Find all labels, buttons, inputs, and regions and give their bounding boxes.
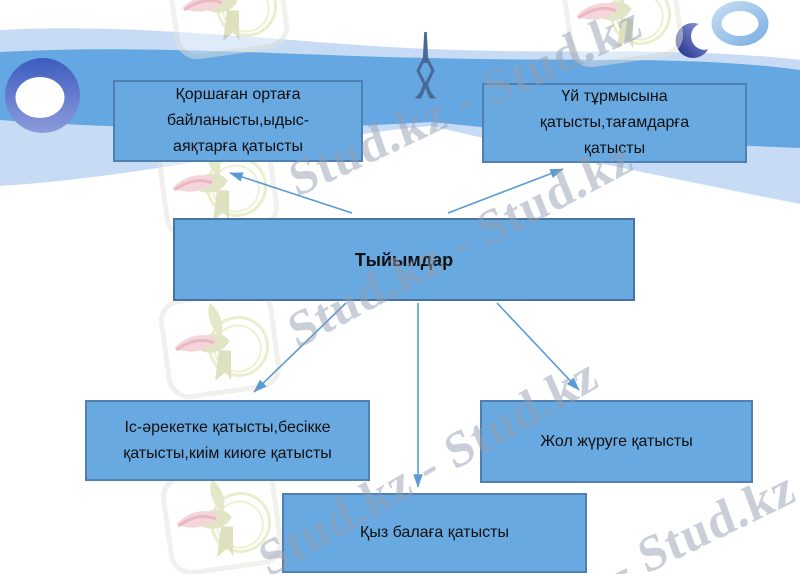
box-text-line: Қоршаған ортаға <box>175 86 301 103</box>
box-bottom-center: Қыз балаға қатысты <box>282 493 587 573</box>
box-text-line: Жол жүруге қатысты <box>540 432 693 450</box>
arrow-to-top-right <box>447 168 564 214</box>
crescent-moon-icon <box>675 22 709 58</box>
box-text-line: Іс-әрекетке қатысты,бесікке <box>124 418 331 436</box>
arrow-to-bottom-left <box>253 302 347 393</box>
tower-icon <box>414 32 437 99</box>
box-text-line: аяқтарға қатысты <box>173 138 303 155</box>
box-text-line: қатысты,тағамдарға <box>539 114 690 131</box>
ring-icon <box>711 1 769 46</box>
box-text-line: қатысты <box>583 140 646 157</box>
studkz-logo-icon <box>161 465 283 574</box>
studkz-logo-icon <box>561 0 683 67</box>
box-text-line: қатысты,киім киюге қатысты <box>123 444 332 462</box>
box-top-right: Үй тұрмысына қатысты,тағамдарға қатысты <box>482 83 747 163</box>
circle-ring-icon <box>5 58 80 133</box>
arrow-to-top-left <box>229 172 353 214</box>
center-title-text: Тыйымдар <box>354 249 454 270</box>
studkz-logo-icon <box>167 0 289 59</box>
box-bottom-left: Іс-әрекетке қатысты,бесікке қатысты,киім… <box>85 400 370 481</box>
box-center-title: Тыйымдар <box>173 218 635 301</box>
box-bottom-right: Жол жүруге қатысты <box>480 400 753 483</box>
box-top-left: Қоршаған ортаға байланысты,ыдыс- аяқтарғ… <box>113 80 363 162</box>
studkz-logo-icon <box>159 289 281 399</box>
box-text-line: Қыз балаға қатысты <box>360 524 509 541</box>
box-text-line: байланысты,ыдыс- <box>166 112 310 129</box>
arrow-to-bottom-right <box>496 302 580 391</box>
box-text-line: Үй тұрмысына <box>561 88 668 105</box>
